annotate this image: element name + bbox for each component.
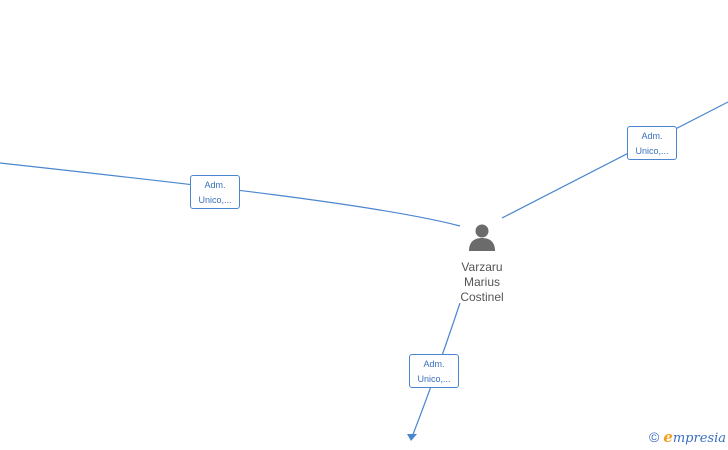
watermark: © empresia (649, 428, 726, 446)
edge-label-detail: Unico,... (635, 146, 669, 156)
person-name: Varzaru Marius Costinel (440, 260, 524, 305)
edge-label-role: Adm. (423, 359, 445, 369)
person-name-line: Marius (463, 275, 500, 289)
person-name-line: Varzaru (461, 260, 503, 274)
edge-label-role: Adm. (204, 180, 226, 190)
brand-initial: e (663, 428, 673, 446)
edge-line-left (0, 162, 461, 227)
edge-label-detail: Unico,... (417, 374, 451, 384)
person-name-line: Costinel (460, 290, 504, 304)
person-node[interactable]: Varzaru Marius Costinel (440, 222, 524, 305)
arrow-head-icon (407, 434, 417, 441)
edge-label-top-right[interactable]: Adm. Unico,... (627, 126, 677, 160)
edge-label-bottom[interactable]: Adm. Unico,... (409, 354, 459, 388)
edge-label-left[interactable]: Adm. Unico,... (190, 175, 240, 209)
person-icon (469, 224, 495, 251)
edge-label-detail: Unico,... (198, 195, 232, 205)
brand-logo: empresia (663, 428, 726, 446)
edge-line-top-right (501, 101, 728, 219)
edge-label-role: Adm. (641, 131, 663, 141)
copyright-icon: © (648, 429, 660, 445)
brand-name: mpresia (672, 431, 726, 446)
